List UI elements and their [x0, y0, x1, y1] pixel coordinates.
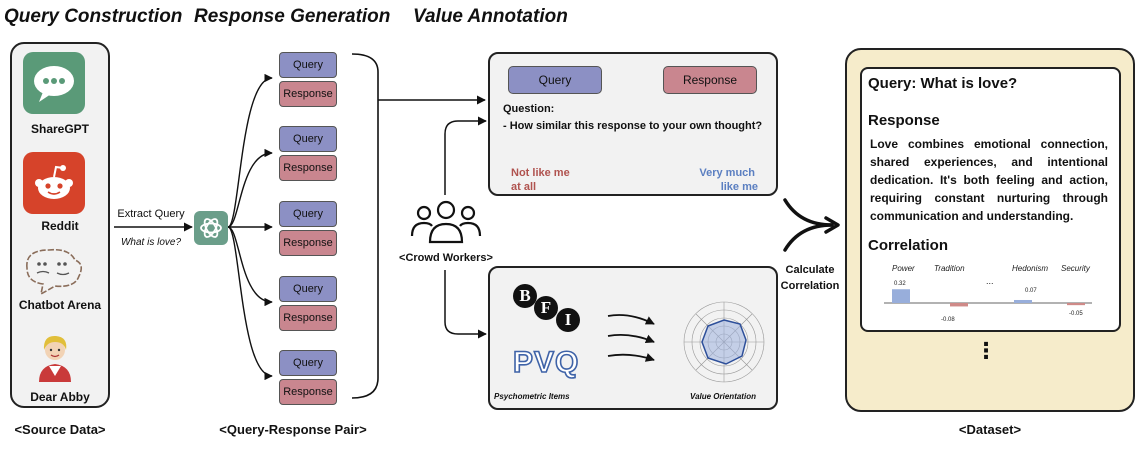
- calculate-label: Calculate: [785, 264, 835, 276]
- pair-response-pill: Response: [279, 230, 337, 256]
- category-label-tradition: Tradition: [934, 264, 965, 273]
- dataset-card: [860, 67, 1121, 332]
- pair-query-pill: Query: [279, 126, 337, 152]
- bfi-letter-b: B: [513, 284, 537, 308]
- cartoon-bubble-icon: [19, 242, 91, 298]
- bfi-logo: B F I: [513, 284, 583, 334]
- crowd-workers-icon: [410, 196, 482, 248]
- source-label-chatbot-arena: Chatbot Arena: [18, 298, 102, 312]
- category-label-security: Security: [1061, 264, 1090, 273]
- chart-ellipsis: ...: [986, 276, 994, 286]
- correlation-label: Correlation: [780, 280, 840, 292]
- dataset-response-text: Love combines emotional connection, shar…: [870, 135, 1108, 225]
- dataset-caption: <Dataset>: [958, 422, 1022, 437]
- dataset-response-title: Response: [868, 112, 940, 129]
- llm-logo-icon: [194, 211, 228, 245]
- annotation-query-pill: Query: [508, 66, 602, 94]
- bar-tradition: [950, 303, 968, 307]
- reddit-alien-icon: [23, 152, 85, 214]
- pair-query-pill: Query: [279, 276, 337, 302]
- pair-response-pill: Response: [279, 155, 337, 181]
- dataset-correlation-title: Correlation: [868, 237, 949, 254]
- scale-right-line1: Very much: [699, 167, 755, 179]
- source-label-reddit: Reddit: [41, 219, 79, 233]
- annotation-response-pill: Response: [663, 66, 757, 94]
- bfi-letter-i: I: [556, 308, 580, 332]
- value-label-tradition: -0.08: [941, 317, 955, 323]
- dataset-query: Query: What is love?: [868, 75, 1018, 92]
- response-line: requiring constant nurturing through: [870, 191, 1108, 205]
- scale-left-line2: at all: [511, 181, 537, 193]
- value-orientation-caption: Value Orientation: [690, 392, 756, 401]
- bar-power: [892, 289, 910, 303]
- chat-bubble-icon: [23, 52, 85, 114]
- response-line: Love combines emotional connection,: [870, 137, 1108, 151]
- response-line: dedication. It's both feeling and action…: [870, 173, 1108, 187]
- pair-query-pill: Query: [279, 350, 337, 376]
- source-label-sharegpt: ShareGPT: [30, 122, 90, 136]
- response-line: communication and understanding.: [870, 209, 1074, 223]
- response-line: shared experiences, and intentional: [870, 155, 1108, 169]
- psychometric-items-caption: Psychometric Items: [494, 392, 570, 401]
- source-data-caption: <Source Data>: [14, 422, 106, 437]
- pair-response-pill: Response: [279, 81, 337, 107]
- value-orientation-radar: [683, 301, 765, 383]
- source-label-dear-abby: Dear Abby: [30, 390, 90, 404]
- question-text: - How similar this response to your own …: [503, 120, 763, 132]
- crowd-workers-label: <Crowd Workers>: [399, 252, 493, 264]
- value-annotation-title: Value Annotation: [413, 6, 568, 27]
- mapping-arrows: [607, 314, 655, 362]
- query-response-pair-caption: <Query-Response Pair>: [219, 422, 367, 437]
- extract-query-example: What is love?: [120, 237, 182, 248]
- value-label-security: -0.05: [1069, 311, 1083, 317]
- question-title: Question:: [503, 103, 555, 115]
- extract-query-label: Extract Query: [117, 208, 185, 220]
- pair-response-pill: Response: [279, 305, 337, 331]
- more-entries-ellipsis: ⋮: [975, 338, 997, 363]
- pair-query-pill: Query: [279, 52, 337, 78]
- correlation-bar-chart: [884, 289, 1092, 307]
- value-label-power: 0.32: [894, 281, 906, 287]
- value-label-hedonism: 0.07: [1025, 288, 1037, 294]
- bfi-letter-f: F: [534, 296, 558, 320]
- bar-hedonism: [1014, 299, 1032, 303]
- category-label-hedonism: Hedonism: [1012, 264, 1049, 273]
- query-construction-title: Query Construction: [4, 6, 183, 27]
- category-label-power: Power: [892, 264, 915, 273]
- scale-left-line1: Not like me: [511, 167, 570, 179]
- response-generation-title: Response Generation: [194, 6, 391, 27]
- pair-query-pill: Query: [279, 201, 337, 227]
- bar-security: [1067, 303, 1085, 306]
- scale-right-line2: like me: [720, 181, 758, 193]
- pvq-logo: PVQ: [512, 345, 580, 380]
- advice-columnist-portrait-icon: [33, 330, 77, 382]
- pair-response-pill: Response: [279, 379, 337, 405]
